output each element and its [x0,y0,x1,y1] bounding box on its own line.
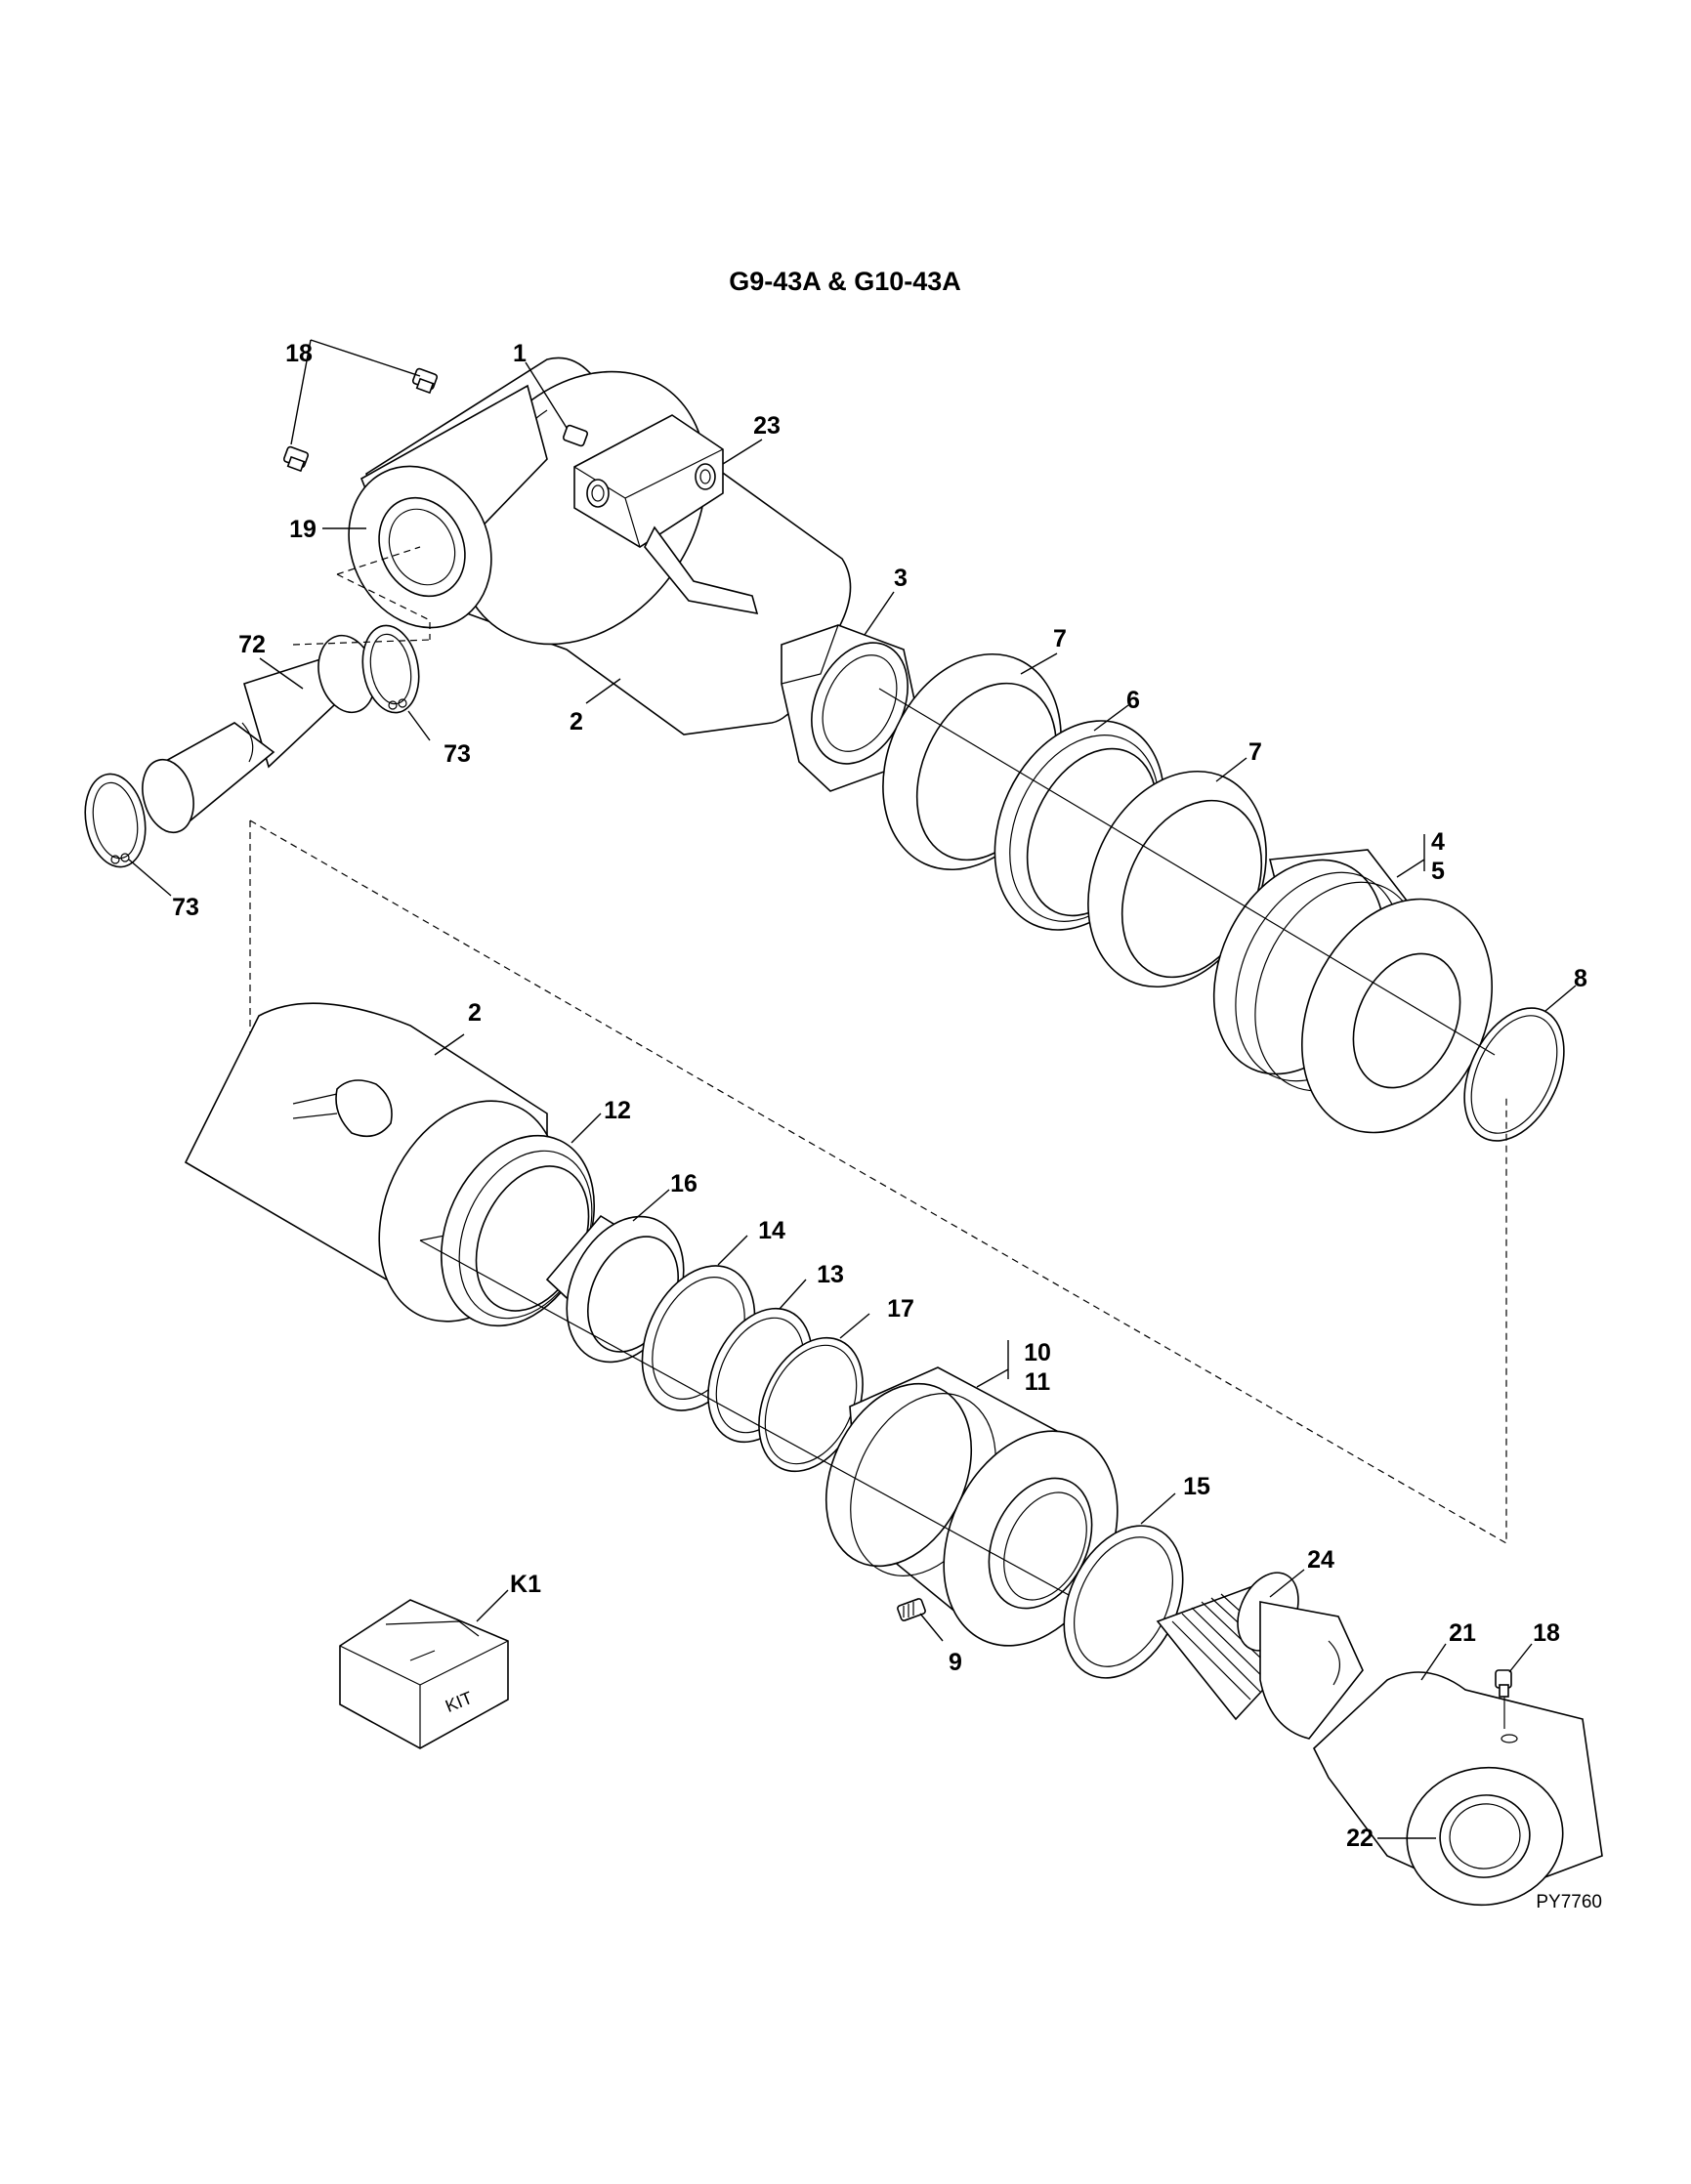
callout-18-lower: 18 [1533,1619,1560,1647]
valve-block [562,414,759,615]
drawing-code: PY7760 [1536,1892,1602,1912]
callout-5: 5 [1431,858,1445,885]
gland-head [824,1366,1119,1647]
o-ring-8 [1463,1007,1565,1142]
callout-7-b: 7 [1248,738,1262,766]
callout-K1: K1 [510,1571,541,1598]
callout-73-lower: 73 [172,894,199,921]
callout-8: 8 [1574,965,1587,992]
grease-fitting-upper-right [411,367,439,395]
grease-fitting-upper-left [282,445,310,473]
gland-nut [781,624,919,792]
callout-17: 17 [887,1295,914,1323]
callout-7-a: 7 [1053,625,1067,652]
grease-fitting-lower [1495,1669,1512,1729]
snap-ring-73-upper [361,624,420,714]
callout-11: 11 [1025,1368,1051,1396]
rod-eye-lower [1313,1671,1603,1907]
callout-16: 16 [670,1170,698,1197]
callout-6: 6 [1126,687,1140,714]
callout-24: 24 [1307,1546,1334,1574]
callout-72: 72 [238,631,266,658]
pin-72 [142,634,376,834]
center-axis-lower [419,1239,1154,1642]
callout-18-upper: 18 [285,340,313,367]
callout-22: 22 [1346,1825,1374,1852]
callout-10: 10 [1024,1339,1051,1366]
diagram-title: G9-43A & G10-43A [729,267,961,296]
callout-1: 1 [513,340,527,367]
callout-9: 9 [949,1649,962,1676]
callout-4: 4 [1431,828,1445,856]
set-screw-9 [897,1598,926,1621]
callout-19: 19 [289,516,317,543]
rod-threaded-24 [1156,1572,1364,1740]
snap-ring-73-lower [84,773,147,868]
wear-ring-7-b [1087,770,1267,988]
rod-eye-upper [348,384,548,629]
alignment-line-eye [336,546,431,640]
callout-73-upper: 73 [444,740,471,768]
callout-15: 15 [1183,1473,1210,1500]
callout-21: 21 [1449,1619,1476,1647]
callout-2-upper: 2 [570,708,583,735]
callout-3: 3 [894,565,908,592]
seal-17 [758,1336,864,1473]
callout-2-lower: 2 [468,999,482,1027]
callout-13: 13 [817,1261,844,1288]
center-axis-upper [878,688,1496,1056]
kit-box: KIT [339,1599,509,1749]
callout-14: 14 [758,1217,785,1244]
callout-23: 23 [753,412,781,440]
leader-lines [128,339,1577,1839]
callout-12: 12 [604,1097,631,1124]
